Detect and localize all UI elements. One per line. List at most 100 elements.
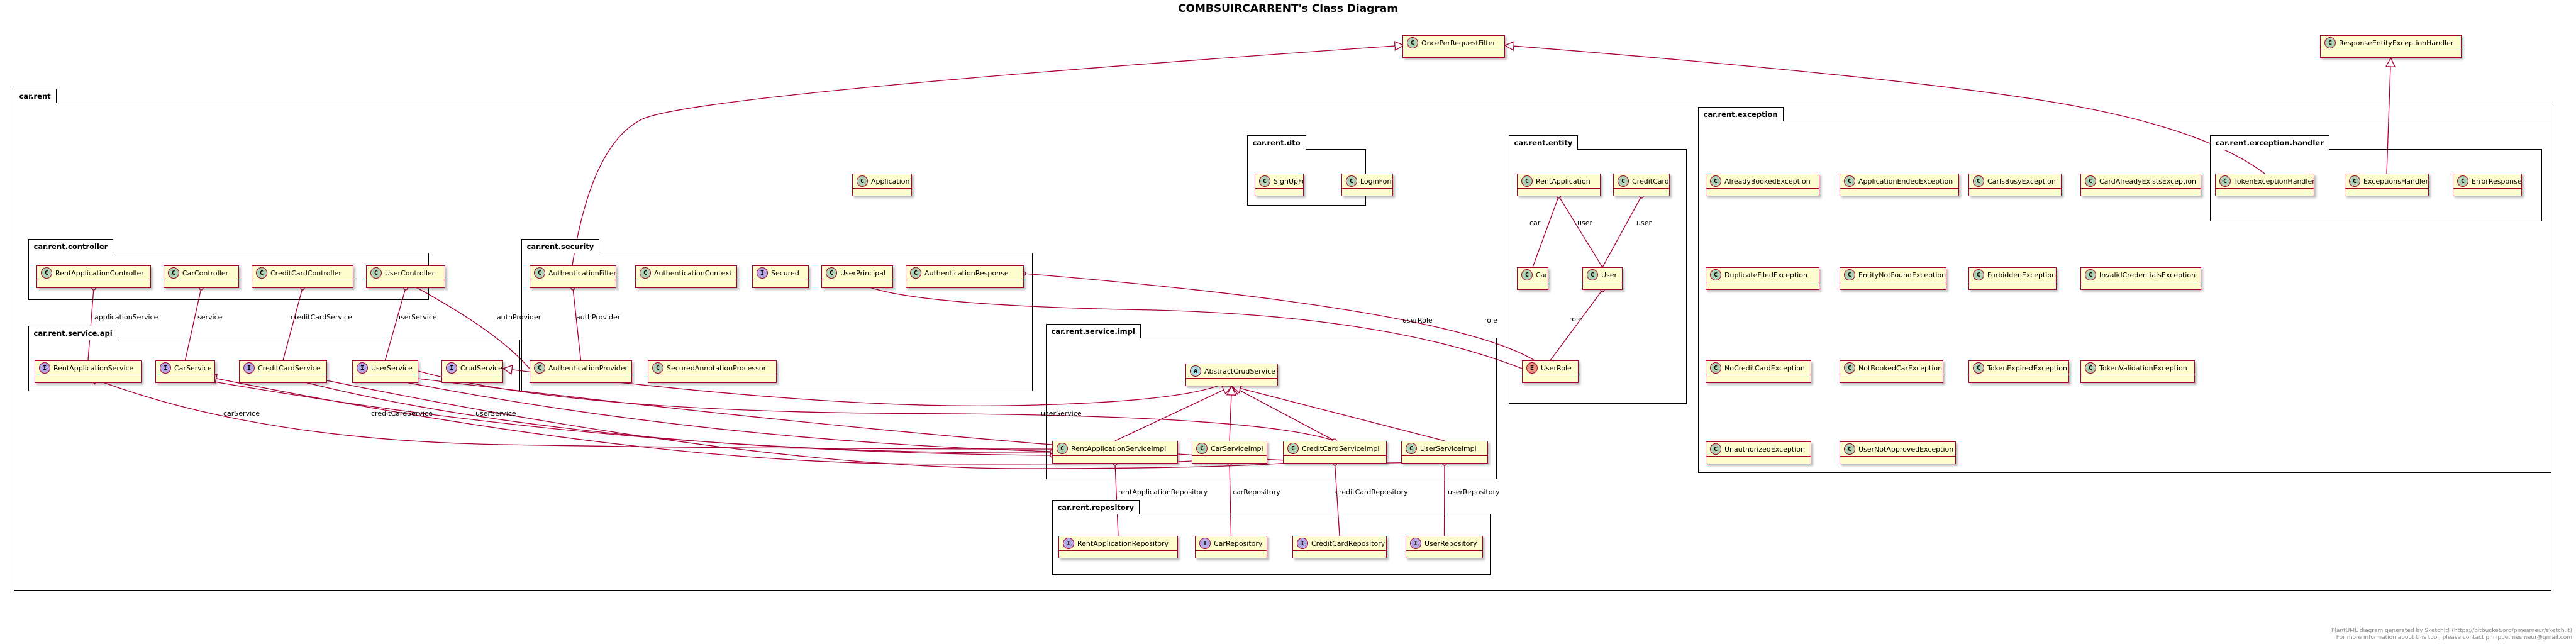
class-name: CarRepository bbox=[1214, 539, 1263, 548]
stereotype-c-icon: C bbox=[41, 267, 52, 279]
class-sign-up-form[interactable]: CSignUpForm bbox=[1255, 174, 1304, 196]
class-login-form[interactable]: CLoginForm bbox=[1341, 174, 1393, 196]
class-name: SecuredAnnotationProcessor bbox=[667, 364, 767, 372]
class-name: EntityNotFoundException bbox=[1858, 270, 1946, 279]
package-label: car.rent.exception.handler bbox=[2209, 135, 2329, 150]
edge-rent-application-service-impl-to-rent-application-repository bbox=[1114, 463, 1119, 536]
package-label: car.rent.service.impl bbox=[1045, 324, 1141, 338]
edge-credit-card-to-user bbox=[1602, 196, 1642, 268]
footer-line-2: For more information about this tool, pl… bbox=[2336, 635, 2572, 641]
stereotype-i-icon: I bbox=[1199, 538, 1211, 549]
edge-label: creditCardService bbox=[371, 409, 433, 418]
package-label: car.rent.dto bbox=[1246, 135, 1306, 150]
edge-label: carRepository bbox=[1233, 488, 1280, 496]
stereotype-c-icon: C bbox=[1407, 37, 1418, 48]
edge-exceptions-handler-to-response-entity-exception-handler bbox=[2386, 57, 2392, 174]
stereotype-i-icon: I bbox=[243, 362, 255, 374]
stereotype-c-icon: C bbox=[1973, 175, 1984, 187]
class-name: RentApplicationRepository bbox=[1077, 539, 1169, 548]
stereotype-c-icon: C bbox=[1973, 362, 1984, 374]
edge-rent-application-service-impl-to-credit-card-service bbox=[282, 376, 1053, 456]
class-name: TokenExceptionHandler bbox=[2234, 177, 2314, 186]
package-label: car.rent.entity bbox=[1508, 135, 1579, 150]
class-name: CarController bbox=[182, 269, 229, 277]
edge-authentication-filter-to-authentication-provider bbox=[572, 287, 582, 361]
edge-label: userRepository bbox=[1448, 488, 1500, 496]
class-name: RentApplicationServiceImpl bbox=[1071, 444, 1167, 453]
edge-label: role bbox=[1484, 316, 1497, 325]
edge-label: userRole bbox=[1402, 316, 1433, 325]
stereotype-c-icon: C bbox=[2085, 362, 2096, 374]
class-name: UserServiceImpl bbox=[1420, 444, 1477, 453]
package-service-api: car.rent.service.api bbox=[28, 326, 520, 391]
stereotype-c-icon: C bbox=[1346, 175, 1357, 187]
edge-token-exception-handler-to-once-per-request-filter bbox=[1504, 45, 2265, 174]
class-name: CreditCardService bbox=[258, 364, 321, 372]
edge-label: creditCardRepository bbox=[1335, 488, 1408, 496]
stereotype-i-icon: I bbox=[1063, 538, 1074, 549]
package-exception-handler: car.rent.exception.handler bbox=[2209, 135, 2542, 221]
inheritance-arrowhead bbox=[1394, 40, 1405, 52]
class-name: TokenValidationException bbox=[2099, 364, 2187, 372]
stereotype-i-icon: I bbox=[1410, 538, 1421, 549]
stereotype-c-icon: C bbox=[2085, 269, 2096, 280]
class-name: NoCreditCardException bbox=[1724, 364, 1805, 372]
class-name: UnauthorizedException bbox=[1724, 445, 1805, 453]
inheritance-arrowhead bbox=[1504, 41, 1515, 52]
class-name: CrudService bbox=[460, 364, 502, 372]
stereotype-c-icon: C bbox=[2349, 175, 2360, 187]
class-name: CreditCardRepository bbox=[1311, 539, 1385, 548]
stereotype-c-icon: C bbox=[256, 267, 267, 279]
